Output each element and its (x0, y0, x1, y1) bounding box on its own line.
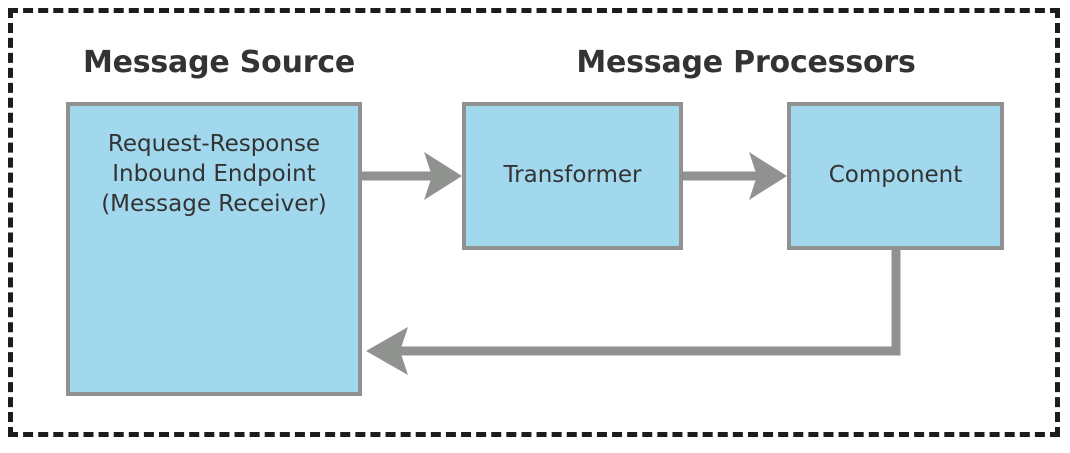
group-title-message-source: Message Source (82, 45, 356, 80)
message-flow-container (8, 8, 1060, 437)
node-request-response-inbound-endpoint[interactable]: Request-Response Inbound Endpoint (Messa… (66, 102, 362, 396)
node-label-request-response-inbound-endpoint: Request-Response Inbound Endpoint (Messa… (101, 131, 327, 217)
group-title-message-processors: Message Processors (576, 45, 916, 80)
node-component[interactable]: Component (787, 102, 1004, 250)
node-label-component: Component (828, 162, 963, 189)
node-transformer[interactable]: Transformer (462, 102, 683, 250)
node-label-transformer: Transformer (503, 162, 642, 189)
